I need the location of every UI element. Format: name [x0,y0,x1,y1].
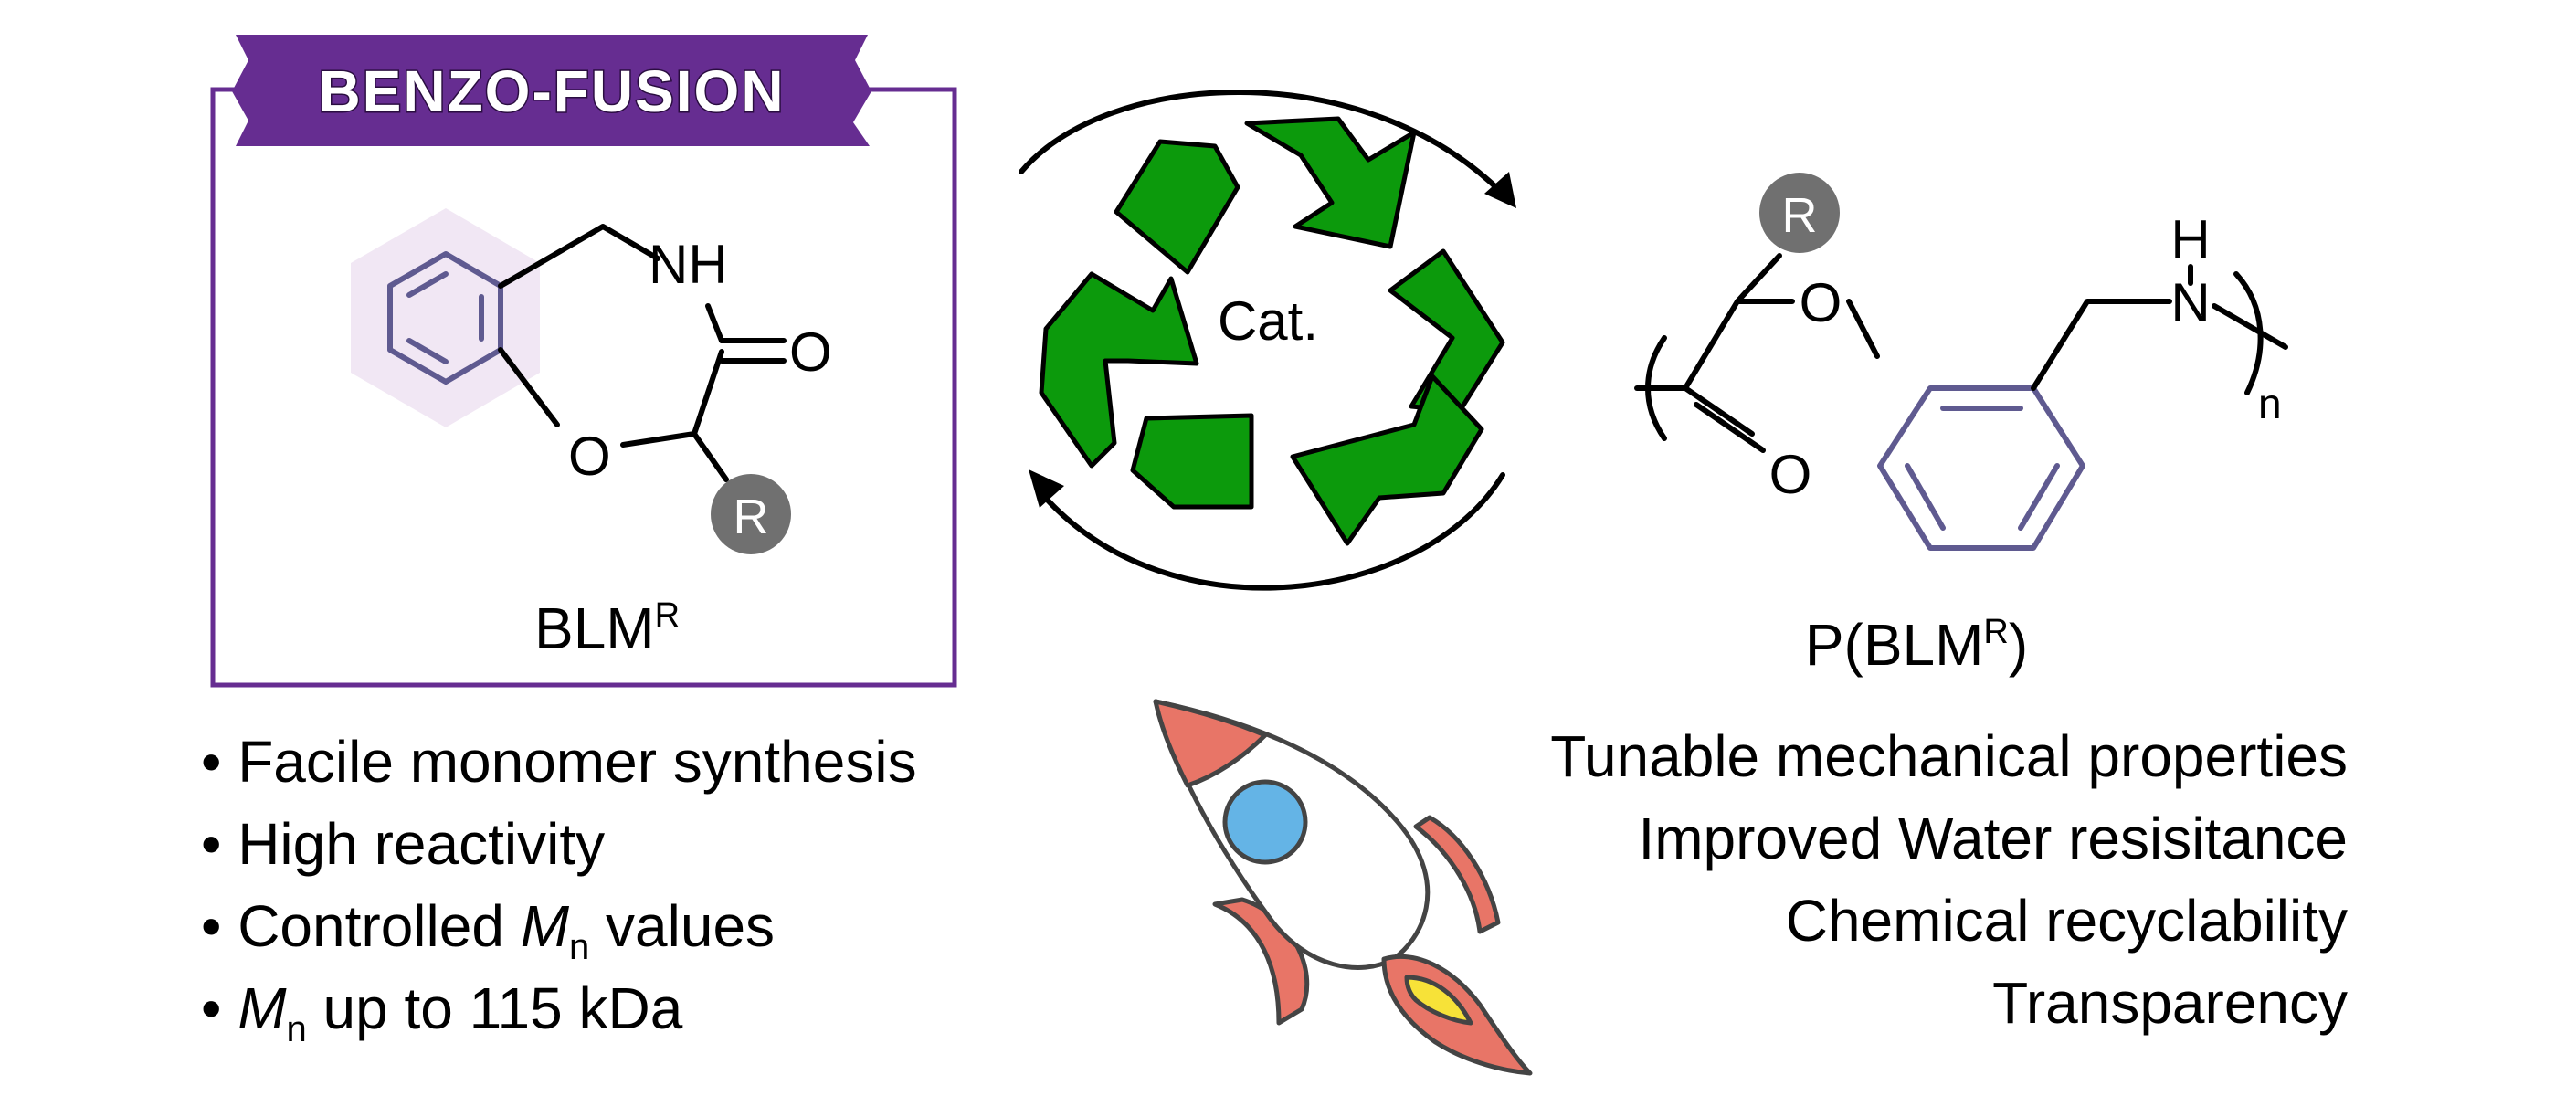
polymer-h-label: H [2170,209,2210,270]
recycle-arrow-top-left [1114,139,1240,275]
features-left-list: • Facile monomer synthesis • High reacti… [201,729,917,1049]
cycle-arrow-bottom [1039,472,1505,591]
polymer-structure: R O O H N n [1634,173,2288,551]
rocket-flame [1404,975,1473,1026]
recycle-arrow-bottom-right [1290,374,1484,546]
rocket-window [1222,779,1308,865]
monomer-lactam-ring [498,224,787,482]
monomer-carbonyl-o: O [789,321,832,383]
recycle-arrow-left [1039,271,1199,469]
cycle-arrowhead-top [1484,172,1516,208]
feature-left-1: • Facile monomer synthesis [201,729,917,795]
rocket-icon [1153,699,1533,1076]
polymer-r-group [1759,173,1840,253]
recycle-arrow-right [1388,248,1505,414]
benzene-highlight [351,208,540,427]
polymer-carbonyl-o: O [1769,444,1812,505]
monomer-name: BLMR [534,595,680,661]
polymer-n-label: N [2170,272,2210,333]
recycle-arrow-bottom-left [1130,413,1254,510]
polymer-r-label: R [1782,188,1818,243]
feature-right-1: Tunable mechanical properties [1550,723,2348,789]
feature-right-4: Transparency [1992,970,2348,1036]
recycle-arrow-top-right [1244,116,1417,249]
monomer-r-label: R [734,490,769,544]
catalyst-label: Cat. [1218,290,1318,352]
monomer-panel: BENZO-FUSION NH O O R BLMR [210,35,957,688]
feature-left-4: • Mn up to 115 kDa [201,975,683,1049]
polymer-benzene-ring [1877,385,2085,551]
banner-shape [232,35,871,146]
cycle-arrow-top [1019,90,1505,196]
feature-right-2: Improved Water resisitance [1638,806,2348,871]
rocket-nose [1153,699,1268,788]
monomer-nh-label: NH [649,234,728,295]
polymer-ether-o: O [1800,272,1842,333]
feature-left-3: • Controlled Mn values [201,893,775,967]
features-right-list: Tunable mechanical properties Improved W… [1550,723,2348,1036]
right-bracket [2233,271,2264,395]
left-bracket [1645,335,1667,441]
monomer-ring-o: O [568,426,611,487]
feature-left-2: • High reactivity [201,811,605,877]
recycling-cycle: Cat. [1019,90,1516,591]
monomer-r-group [711,474,791,554]
polymer-name: P(BLMR) [1805,612,2028,678]
repeat-subscript-n: n [2258,380,2282,427]
feature-right-3: Chemical recyclability [1786,888,2348,954]
cycle-arrowhead-bottom [1029,469,1064,508]
banner-label: BENZO-FUSION [318,58,785,124]
rocket-fin-right [1413,815,1501,934]
